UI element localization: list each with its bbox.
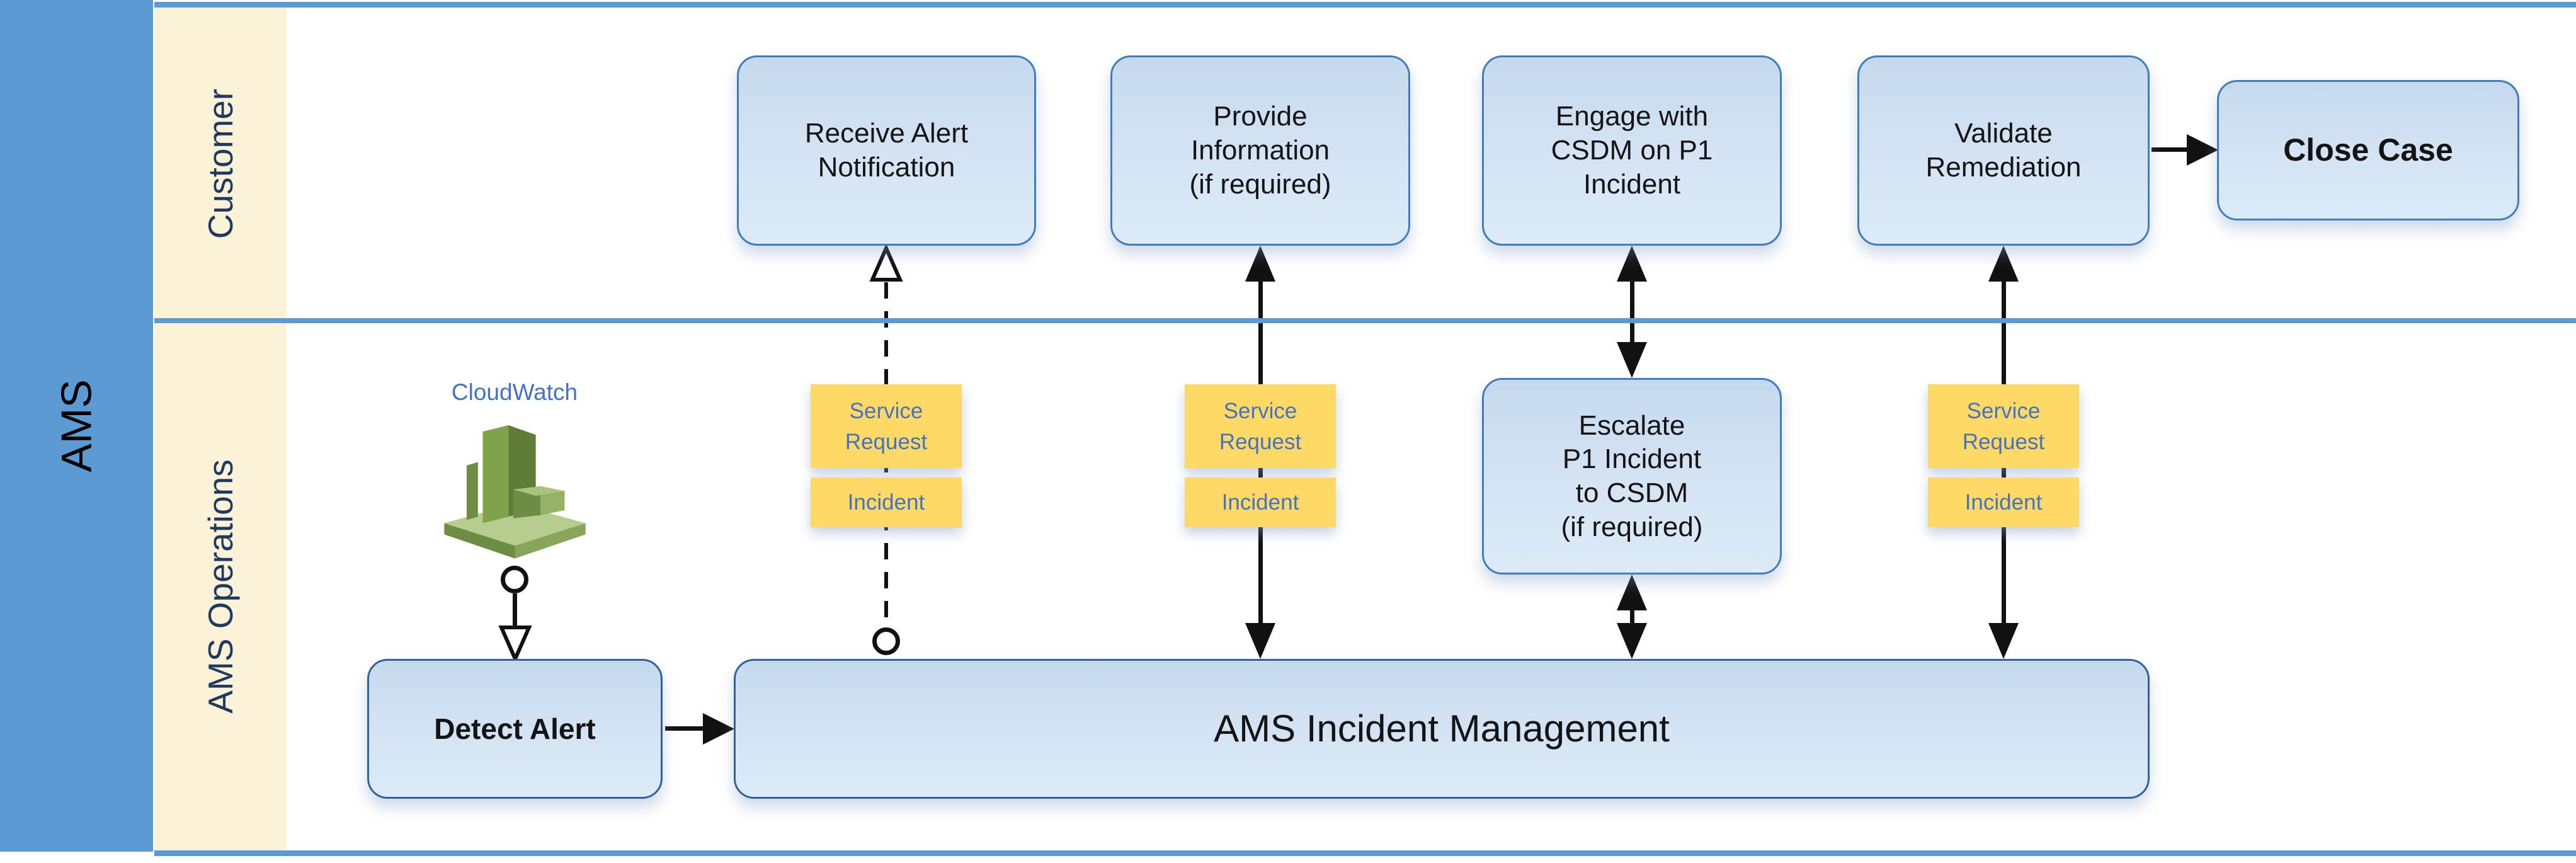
lane-label-customer: Customer	[201, 88, 240, 239]
node-engage-with-csdm: Engage with CSDM on P1 Incident	[1482, 55, 1782, 246]
tag-incident: Incident	[811, 477, 962, 527]
cloudwatch-icon	[444, 425, 586, 559]
tag-service-request: Service Request	[1928, 384, 2079, 468]
hollow-triangle-up-icon	[869, 246, 903, 282]
tag-service-request: Service Request	[811, 384, 962, 468]
cloudwatch-label: CloudWatch	[451, 379, 578, 405]
org-label: AMS	[52, 379, 101, 472]
tag-incident: Incident	[1928, 477, 2079, 527]
bottom-border-line	[154, 850, 2576, 856]
circle-end-icon	[501, 566, 528, 593]
connector-validate-close	[2151, 147, 2191, 152]
connector-escalate-ams	[1630, 605, 1634, 627]
node-validate-remediation: Validate Remediation	[1857, 55, 2150, 246]
tag-service-request: Service Request	[1185, 384, 1336, 468]
tag-incident: Incident	[1185, 477, 1336, 527]
node-ams-incident-management: AMS Incident Management	[734, 659, 2150, 799]
connector-engage-escalate	[1630, 277, 1634, 346]
arrowhead-up-icon	[1988, 246, 2019, 282]
connector-cloudwatch-detect	[513, 593, 517, 627]
hollow-triangle-down-icon	[498, 626, 532, 661]
arrowhead-up-icon	[1617, 574, 1647, 610]
lane-label-column	[154, 6, 287, 850]
arrowhead-down-icon	[1988, 623, 2019, 659]
org-bar	[0, 0, 153, 852]
arrowhead-up-icon	[1617, 246, 1647, 282]
node-escalate-p1-incident: Escalate P1 Incident to CSDM (if require…	[1482, 378, 1782, 574]
arrowhead-up-icon	[1245, 246, 1275, 282]
arrowhead-down-icon	[1617, 342, 1647, 378]
circle-end-icon	[872, 627, 900, 655]
node-receive-alert-notification: Receive Alert Notification	[737, 55, 1036, 246]
connector-detect-ams	[665, 726, 707, 731]
arrowhead-down-icon	[1617, 623, 1647, 659]
node-close-case: Close Case	[2217, 80, 2519, 220]
top-border-line	[154, 2, 2576, 8]
arrowhead-down-icon	[1245, 623, 1275, 659]
lane-divider-line	[154, 318, 2576, 323]
arrowhead-right-icon	[703, 713, 734, 745]
lane-label-ams-operations: AMS Operations	[201, 459, 241, 714]
arrowhead-right-icon	[2187, 134, 2218, 166]
node-provide-information: Provide Information (if required)	[1110, 55, 1410, 246]
node-detect-alert: Detect Alert	[367, 659, 663, 799]
